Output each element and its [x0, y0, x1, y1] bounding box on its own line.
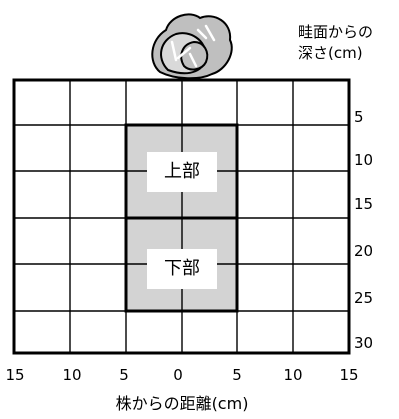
- depth-caption-line2: 深さ(cm): [298, 44, 363, 62]
- depth-axis-caption: 畦面からの 深さ(cm): [298, 22, 398, 64]
- distance-tick-label: 10: [283, 366, 303, 384]
- distance-axis-caption: 株からの距離(cm): [115, 394, 249, 413]
- distance-tick-label: 5: [232, 366, 242, 384]
- distance-tick-label: 10: [62, 366, 82, 384]
- depth-tick-label: 10: [354, 151, 374, 169]
- plant-icon: [151, 13, 233, 80]
- depth-tick-label: 5: [354, 108, 364, 126]
- depth-tick-label: 20: [354, 242, 374, 260]
- lower-zone-label: 下部: [147, 249, 217, 289]
- depth-tick-label: 25: [354, 289, 374, 307]
- distance-tick-label: 15: [5, 366, 25, 384]
- lower-zone-outline: [124, 216, 239, 313]
- upper-zone-label: 上部: [147, 152, 217, 192]
- grid-frame: [12, 78, 351, 355]
- depth-tick-label: 30: [354, 334, 374, 352]
- depth-caption-line1: 畦面からの: [298, 23, 374, 41]
- distance-tick-label: 15: [339, 366, 359, 384]
- distance-tick-label: 5: [119, 366, 129, 384]
- distance-tick-label: 0: [173, 366, 183, 384]
- depth-tick-label: 15: [354, 195, 374, 213]
